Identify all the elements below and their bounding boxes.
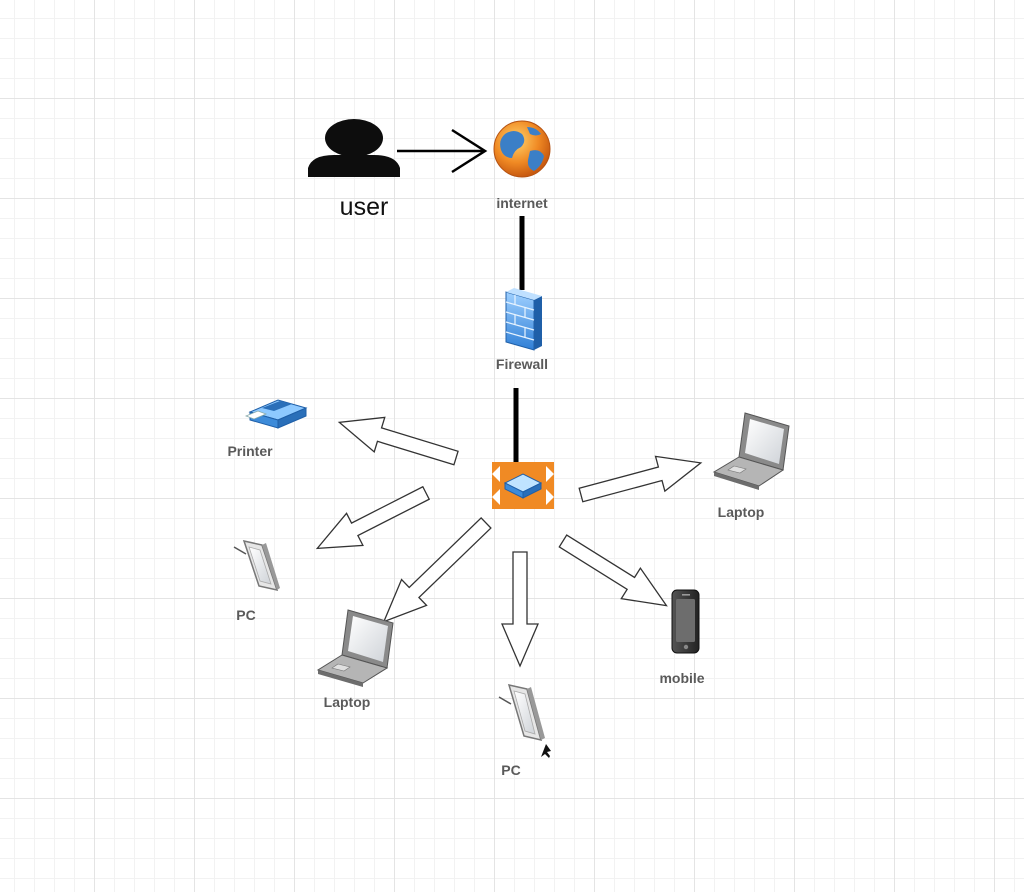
arrow-to-mobile[interactable] [553, 526, 676, 621]
globe-icon[interactable] [493, 120, 551, 178]
internet-label: internet [496, 195, 548, 211]
laptop-right-label: Laptop [717, 504, 765, 520]
tablet-icon[interactable] [233, 539, 280, 592]
mobile-icon[interactable] [671, 589, 700, 654]
arrow-to-pc-left[interactable] [309, 477, 434, 564]
mobile-label: mobile [659, 670, 705, 686]
user-label: user [339, 193, 389, 221]
user-icon[interactable] [308, 119, 400, 177]
arrow-to-laptop-right[interactable] [576, 446, 705, 513]
pc-bottom-label: PC [501, 762, 521, 778]
cursor-icon [541, 744, 551, 758]
laptop-left-label: Laptop [323, 694, 371, 710]
pc-left-label: PC [236, 607, 256, 623]
printer-icon[interactable] [244, 399, 308, 429]
switch-icon[interactable] [492, 462, 554, 509]
tablet-icon[interactable] [498, 683, 545, 742]
laptop-icon[interactable] [712, 412, 790, 490]
arrow-to-laptop-left[interactable] [371, 510, 498, 635]
laptop-icon[interactable] [316, 609, 394, 687]
printer-label: Printer [227, 443, 273, 459]
firewall-label: Firewall [495, 356, 549, 372]
arrow-to-printer[interactable] [334, 405, 461, 475]
arrow-to-pc-bottom[interactable] [501, 551, 539, 668]
user-to-internet-connector[interactable] [397, 128, 488, 174]
firewall-icon[interactable] [505, 288, 542, 351]
